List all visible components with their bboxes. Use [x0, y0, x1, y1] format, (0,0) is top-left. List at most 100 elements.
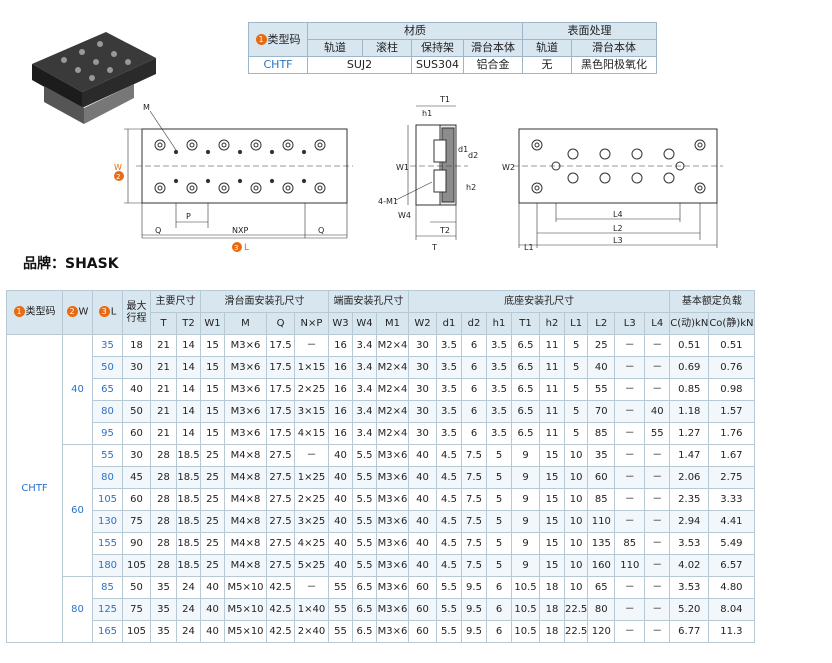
- table-cell: 105: [122, 554, 151, 577]
- svg-text:T2: T2: [439, 226, 450, 235]
- table-cell: 40: [408, 488, 437, 511]
- table-cell: 55: [644, 422, 671, 445]
- table-cell: －: [644, 510, 671, 533]
- table-cell: 17.5: [266, 356, 295, 379]
- table-cell: 40: [328, 554, 353, 577]
- table-cell: 10: [563, 444, 589, 467]
- table-cell: 10: [563, 466, 589, 489]
- table-cell: 1×40: [294, 598, 329, 621]
- table-cell: 18.5: [176, 554, 201, 577]
- col-header: M1: [376, 312, 409, 335]
- table-cell: －: [644, 444, 671, 467]
- table-cell: 22.5: [563, 620, 589, 643]
- table-cell: 125: [92, 598, 123, 621]
- col-header: L4: [644, 312, 671, 335]
- table-cell: 10: [563, 532, 589, 555]
- table-cell: 10.5: [511, 576, 540, 599]
- table-cell: M3×6: [224, 378, 267, 401]
- table-cell: 155: [92, 532, 123, 555]
- table-cell: 5.5: [436, 620, 462, 643]
- table-cell: 5.49: [708, 532, 755, 555]
- table-cell: 25: [200, 444, 225, 467]
- table-cell: 1.47: [669, 444, 710, 467]
- col-header: Q: [266, 312, 295, 335]
- table-cell: 11: [539, 400, 565, 423]
- table-cell: 35: [587, 444, 616, 467]
- table-cell: 10: [563, 488, 589, 511]
- W-cell: 80: [62, 576, 93, 643]
- table-cell: 11: [539, 356, 565, 379]
- table-cell: －: [644, 620, 671, 643]
- table-cell: 4.02: [669, 554, 710, 577]
- table-cell: 10.5: [511, 598, 540, 621]
- table-cell: 15: [539, 510, 565, 533]
- table-cell: M2×4: [376, 400, 409, 423]
- table-cell: 25: [200, 510, 225, 533]
- table-cell: 40: [200, 620, 225, 643]
- table-cell: 80: [92, 466, 123, 489]
- table-cell: 28: [150, 554, 177, 577]
- table-cell: 5: [486, 554, 512, 577]
- table-cell: 105: [92, 488, 123, 511]
- table-cell: 15: [200, 356, 225, 379]
- table-cell: 6.5: [511, 356, 540, 379]
- table-cell: 165: [92, 620, 123, 643]
- table-cell: M3×6: [376, 620, 409, 643]
- table-cell: 5: [563, 334, 589, 357]
- table-cell: 0.76: [708, 356, 755, 379]
- table-cell: －: [614, 598, 646, 621]
- table-cell: 55: [328, 620, 353, 643]
- table-cell: 21: [150, 422, 177, 445]
- table-cell: 9: [511, 444, 540, 467]
- table-cell: 10.5: [511, 620, 540, 643]
- svg-text:L1: L1: [524, 243, 534, 252]
- table-cell: 25: [587, 334, 616, 357]
- table-cell: 80: [92, 400, 123, 423]
- table-cell: 6.5: [511, 400, 540, 423]
- table-cell: 18.5: [176, 510, 201, 533]
- table-cell: 5: [486, 466, 512, 489]
- table-cell: 35: [150, 598, 177, 621]
- table-cell: 24: [176, 598, 201, 621]
- table-cell: 16: [328, 400, 353, 423]
- col-header: d2: [461, 312, 487, 335]
- material-header: 材质: [306, 22, 524, 40]
- table-cell: 7.5: [461, 554, 487, 577]
- table-cell: 3.4: [352, 378, 377, 401]
- svg-text:Q: Q: [155, 226, 161, 235]
- table-cell: 5.5: [352, 554, 377, 577]
- table-cell: 16: [328, 356, 353, 379]
- table-cell: 11: [539, 422, 565, 445]
- table-cell: 18.5: [176, 488, 201, 511]
- table-cell: 135: [587, 532, 616, 555]
- table-cell: 18: [539, 620, 565, 643]
- table-cell: M3×6: [376, 554, 409, 577]
- table-cell: 15: [539, 532, 565, 555]
- svg-text:3: 3: [234, 244, 238, 252]
- table-cell: 1.27: [669, 422, 710, 445]
- technical-drawing: M P Q NXP Q W 2 3 L T1 h1 d1 d2 W1 h2 4-…: [114, 95, 723, 253]
- table-cell: 6.5: [352, 598, 377, 621]
- svg-text:d1: d1: [458, 145, 468, 154]
- col-header: Co(静)kN: [708, 312, 755, 335]
- table-cell: M2×4: [376, 334, 409, 357]
- table-cell: 14: [176, 400, 201, 423]
- table-cell: 75: [122, 598, 151, 621]
- table-cell: 1×25: [294, 466, 329, 489]
- svg-text:Q: Q: [318, 226, 324, 235]
- svg-text:T: T: [431, 243, 437, 252]
- table-cell: M3×6: [376, 444, 409, 467]
- table-cell: 60: [408, 576, 437, 599]
- table-cell: 3.5: [486, 378, 512, 401]
- table-cell: 6.5: [511, 378, 540, 401]
- table-cell: M4×8: [224, 532, 267, 555]
- table-cell: M3×6: [376, 488, 409, 511]
- table-cell: 65: [587, 576, 616, 599]
- table-cell: 18: [539, 576, 565, 599]
